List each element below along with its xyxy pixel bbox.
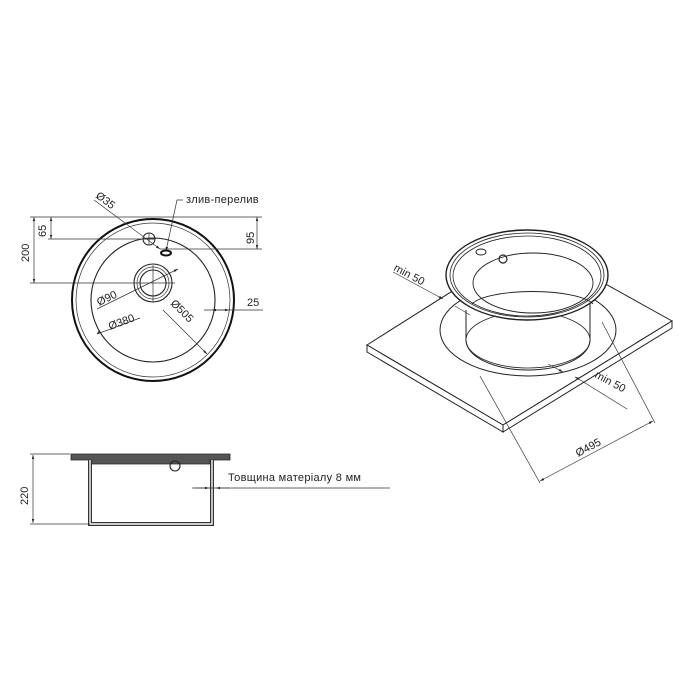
overflow-callout: злив-перелив (186, 194, 259, 206)
rim-inner-circle (75, 222, 231, 378)
dim-min-clearance-left: min 50 (392, 262, 427, 288)
side-overflow-hole (169, 460, 181, 472)
overflow-slot (160, 249, 172, 257)
dim-drain: Ø90 (95, 289, 119, 309)
dim-bowl: Ø380 (107, 312, 136, 332)
thickness-callout: Товщина матеріалу 8 мм (228, 472, 361, 484)
dim-rim: 25 (247, 297, 259, 309)
iso-sink-rim (445, 229, 609, 321)
top-view: 200 65 95 Ø35 злив-перелив Ø90 Ø380 Ø505… (20, 190, 263, 382)
outer-rim-circle (71, 218, 235, 382)
dim-height: 220 (19, 487, 31, 505)
dim-cutout: Ø495 (574, 436, 603, 459)
bowl-circle (90, 237, 216, 363)
iso-view: min 50 min 50 Ø495 (366, 229, 673, 484)
dim-200: 200 (20, 244, 32, 262)
side-view: 220 Товщина матеріалу 8 мм (19, 453, 390, 526)
dim-65: 65 (37, 225, 49, 237)
dim-95: 95 (245, 232, 257, 244)
dim-outer: Ø505 (168, 298, 196, 326)
